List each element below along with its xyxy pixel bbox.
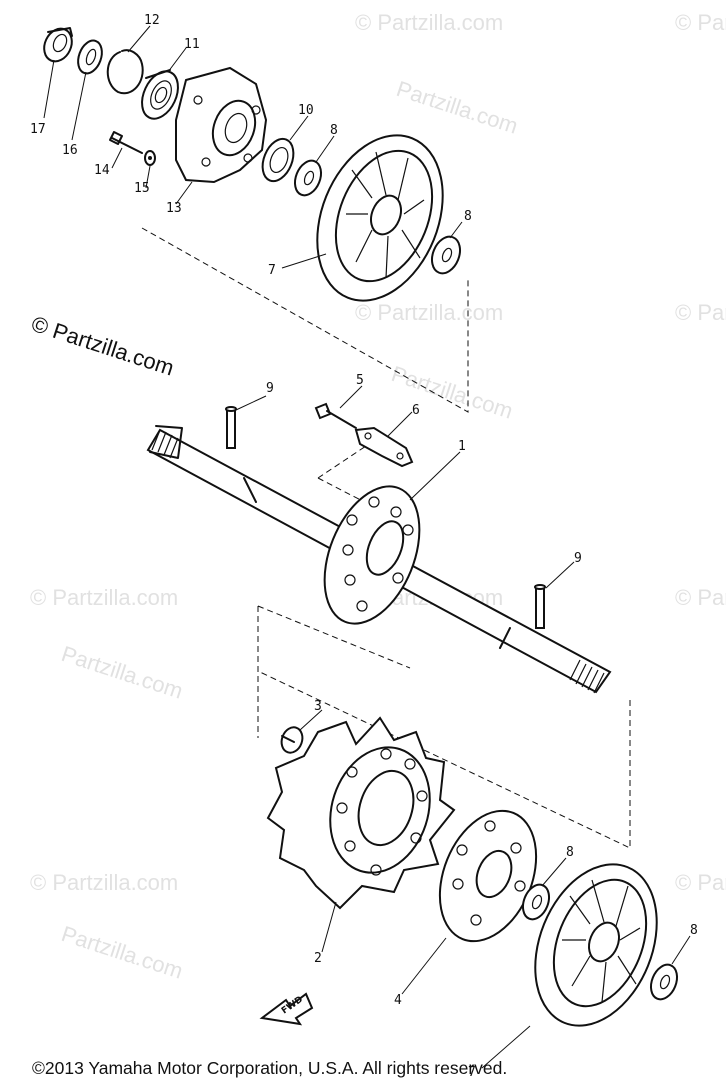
assembly-line — [317, 477, 381, 511]
watermark: Partzilla.com — [393, 76, 520, 139]
watermark-main: © Partzilla.com — [28, 311, 177, 381]
part-1-drive-shaft — [146, 425, 612, 694]
label-4: 4 — [394, 993, 402, 1008]
part-labels: 17 16 12 11 10 8 14 15 13 7 8 9 5 6 1 9 … — [30, 13, 698, 1080]
label-8: 8 — [566, 845, 574, 860]
label-8: 8 — [690, 923, 698, 938]
watermark: © Partzilla.com — [675, 585, 726, 610]
assembly-line — [317, 445, 367, 479]
label-13: 13 — [166, 201, 182, 216]
copyright-notice: ©2013 Yamaha Motor Corporation, U.S.A. A… — [32, 1058, 508, 1078]
watermark: Partzilla.com — [58, 921, 185, 984]
watermark: Partzilla.com — [388, 361, 515, 424]
assembly-line — [257, 605, 411, 738]
part-15-washer — [144, 150, 156, 166]
part-8-washer-right — [431, 235, 461, 275]
label-7: 7 — [468, 1065, 476, 1080]
part-10-seal — [261, 137, 295, 183]
label-8: 8 — [330, 123, 338, 138]
part-16-washer — [77, 39, 103, 75]
watermark: © Partzilla.com — [675, 870, 726, 895]
label-1: 1 — [458, 439, 466, 454]
watermark: © Partzilla.com — [355, 10, 503, 35]
part-14-bolt — [109, 131, 143, 154]
watermark: © Partzilla.com — [355, 300, 503, 325]
part-9-pin-upper — [225, 406, 237, 449]
watermark: © Partzilla.com — [30, 870, 178, 895]
part-5-bolt — [314, 402, 357, 429]
watermark: © Partzilla.com — [30, 585, 178, 610]
part-2-sprocket — [266, 716, 456, 910]
label-15: 15 — [134, 181, 150, 196]
part-11-bearing — [141, 69, 179, 120]
label-5: 5 — [356, 373, 364, 388]
part-3-dowel — [280, 726, 304, 754]
label-17: 17 — [30, 122, 46, 137]
leader-lines — [43, 25, 691, 1069]
label-8: 8 — [464, 209, 472, 224]
label-6: 6 — [412, 403, 420, 418]
label-3: 3 — [314, 699, 322, 714]
part-7-idler-wheel-lower — [534, 863, 658, 1027]
part-12-circlip — [106, 49, 144, 95]
watermark: Partzilla.com — [58, 641, 185, 704]
label-16: 16 — [62, 143, 78, 158]
part-6-bracket — [354, 426, 414, 468]
watermark: © Partzilla.com — [675, 10, 726, 35]
part-8-washer-far-right — [649, 963, 679, 1001]
part-8-washer-upper — [293, 159, 323, 197]
assembly-line — [141, 227, 469, 413]
part-7-idler-wheel-upper — [316, 134, 444, 302]
label-11: 11 — [184, 37, 200, 52]
label-9: 9 — [574, 551, 582, 566]
label-2: 2 — [314, 951, 322, 966]
fwd-arrow: FWD — [259, 992, 314, 1026]
label-10: 10 — [298, 103, 314, 118]
label-7: 7 — [268, 263, 276, 278]
label-12: 12 — [144, 13, 160, 28]
label-9: 9 — [266, 381, 274, 396]
part-9-pin-lower — [534, 584, 546, 629]
label-14: 14 — [94, 163, 110, 178]
part-13-bearing-housing — [175, 66, 268, 184]
part-4-cover-plate — [438, 809, 538, 943]
watermark: © Partzilla.com — [675, 300, 726, 325]
part-17-nut — [43, 27, 73, 63]
